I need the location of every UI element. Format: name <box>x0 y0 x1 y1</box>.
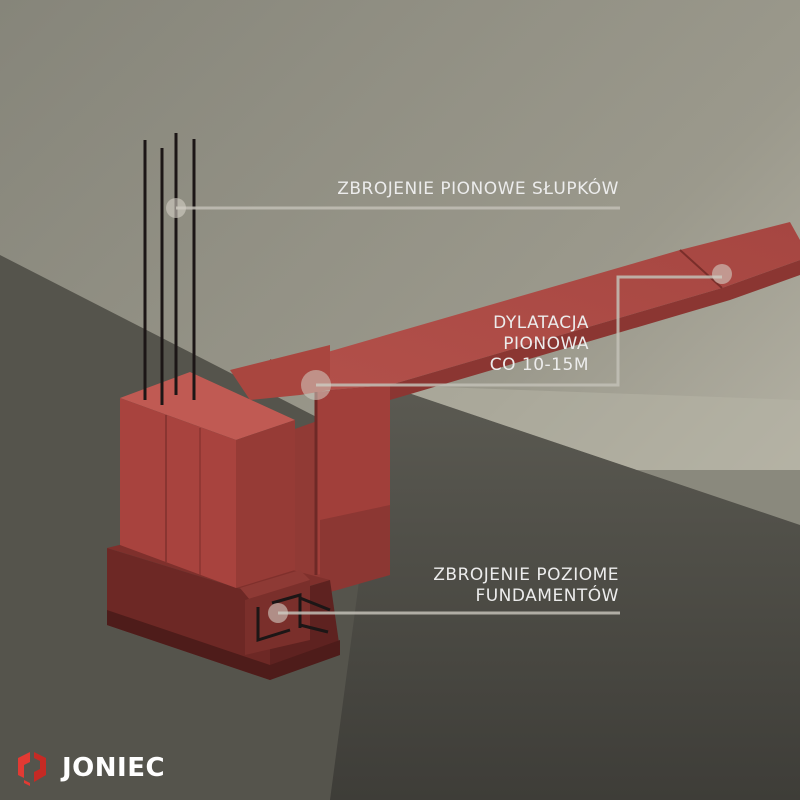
post-front-face <box>120 398 236 588</box>
post-side-face <box>236 420 295 588</box>
callout-dot-vertical <box>166 198 186 218</box>
vertical-rebars <box>143 133 196 405</box>
beam-joint-1 <box>679 249 723 289</box>
label-dilatation-line-3: CO 10-15M <box>489 355 589 375</box>
label-horizontal-line-2: FUNDAMENTÓW <box>475 586 619 606</box>
callout-horizontal <box>268 603 620 623</box>
light-plane <box>385 385 800 525</box>
label-vertical-line: ZBROJENIE PIONOWE SŁUPKÓW <box>337 179 619 199</box>
brand-name: JONIEC <box>62 753 166 783</box>
label-horizontal-line-1: ZBROJENIE POZIOME <box>433 565 619 585</box>
callout-dot-horizontal <box>268 603 288 623</box>
rebar-stirrup-2 <box>271 593 302 628</box>
horizontal-rebars <box>256 593 331 643</box>
post <box>120 372 295 588</box>
callout-dilatation <box>301 264 732 400</box>
wall-front-face <box>292 420 320 590</box>
footing-bottom <box>107 610 340 680</box>
step-top <box>240 570 310 600</box>
joniec-brick-logo-icon <box>18 752 46 786</box>
brand-logo: JONIEC <box>14 748 165 788</box>
ground-plane-right <box>330 385 800 800</box>
rebar-horizontal-2 <box>299 623 329 634</box>
callout-line-dilatation <box>316 275 722 387</box>
callout-dot-dilatation <box>301 370 331 400</box>
label-dilatation-line-1: DYLATACJA <box>493 313 589 333</box>
callout-vertical <box>166 198 620 218</box>
footing-front-face <box>107 548 270 680</box>
label-vertical-reinforcement: ZBROJENIE PIONOWE SŁUPKÓW <box>337 179 619 200</box>
rebar-horizontal-1 <box>299 596 331 612</box>
label-dilatation-line-2: PIONOWA <box>503 334 589 354</box>
callout-dot-dilatation-2 <box>712 264 732 284</box>
beam-side-face <box>390 260 800 400</box>
label-horizontal-reinforcement: ZBROJENIE POZIOME FUNDAMENTÓW <box>433 565 619 607</box>
beam-top-face <box>300 222 800 390</box>
wall-lower-block <box>320 505 390 595</box>
rebar-stirrup-1 <box>256 607 291 643</box>
label-dilatation: DYLATACJA PIONOWA CO 10-15M <box>490 313 589 376</box>
post-top-face <box>120 372 295 440</box>
